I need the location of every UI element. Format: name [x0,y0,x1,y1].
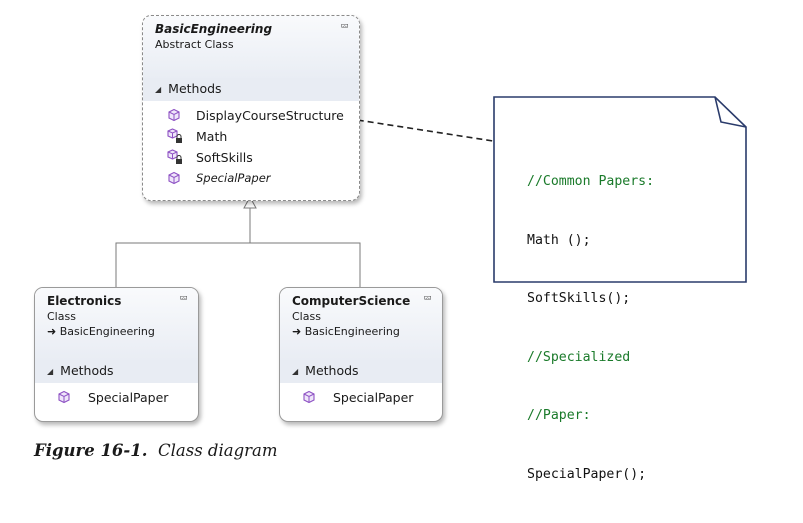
methods-section-header[interactable]: ◢ Methods [280,360,442,383]
class-name: Electronics [47,294,122,308]
collapse-icon[interactable]: ⮹ [179,292,188,305]
note-line: //Common Papers: [527,174,655,189]
class-kind: Class [292,310,321,323]
parent-class-name: BasicEngineering [304,325,400,338]
methods-list: DisplayCourseStructure Math SoftSkills S… [143,101,359,189]
method-item[interactable]: SpecialPaper [55,387,198,408]
figure-label: Figure 16-1. [34,441,148,460]
method-label: SpecialPaper [333,390,414,405]
public-method-icon [165,105,187,126]
note-text: //Common Papers: Math (); SoftSkills(); … [527,133,654,523]
note-line: Math (); [527,232,591,248]
comment-note[interactable]: //Common Papers: Math (); SoftSkills(); … [493,96,747,482]
class-name: ComputerScience [292,294,411,308]
class-name: BasicEngineering [155,22,273,36]
methods-list: SpecialPaper [35,383,198,408]
class-computerscience[interactable]: ComputerScience Class ➜ BasicEngineering… [279,287,443,422]
inheritance-arrowhead [243,195,257,209]
method-item[interactable]: Math [165,126,359,147]
class-kind: Class [47,310,76,323]
class-kind: Abstract Class [155,38,234,51]
methods-section-header[interactable]: ◢ Methods [35,360,198,383]
section-label: Methods [168,81,222,96]
method-item[interactable]: DisplayCourseStructure [165,105,359,126]
class-header: BasicEngineering Abstract Class ⮹ [143,16,359,78]
methods-list: SpecialPaper [280,383,442,408]
collapse-icon[interactable]: ⮹ [340,20,349,33]
method-label: SpecialPaper [196,171,271,185]
inheritance-line-computerscience [250,242,361,287]
parent-class-label: ➜ BasicEngineering [292,324,432,339]
inherits-arrow-icon: ➜ [292,325,305,338]
class-basicengineering[interactable]: BasicEngineering Abstract Class ⮹ ◢ Metho… [142,15,360,201]
public-method-icon [165,168,187,189]
expand-triangle-icon[interactable]: ◢ [292,367,299,376]
method-item[interactable]: SpecialPaper [300,387,442,408]
method-label: DisplayCourseStructure [196,108,344,123]
protected-method-icon [165,147,187,168]
inherits-arrow-icon: ➜ [47,325,60,338]
expand-triangle-icon[interactable]: ◢ [47,367,54,376]
method-label: Math [196,129,228,144]
protected-method-icon [165,126,187,147]
note-shape [493,96,747,283]
note-line: //Specialized [527,349,631,365]
method-item[interactable]: SoftSkills [165,147,359,168]
figure-caption: Figure 16-1. Class diagram [34,441,278,460]
expand-triangle-icon[interactable]: ◢ [155,85,162,94]
parent-class-label: ➜ BasicEngineering [47,324,188,339]
methods-section-header[interactable]: ◢ Methods [143,78,359,101]
class-header: Electronics Class ➜ BasicEngineering ⮹ [35,288,198,360]
parent-class-name: BasicEngineering [59,325,155,338]
public-method-icon [300,387,322,408]
method-item[interactable]: SpecialPaper [165,168,359,189]
note-line: SoftSkills(); [527,291,631,306]
inheritance-line-electronics [115,208,251,287]
collapse-icon[interactable]: ⮹ [423,292,432,305]
section-label: Methods [60,363,114,378]
note-line: //Paper: [527,408,591,423]
note-connector [337,116,494,142]
note-line: SpecialPaper(); [527,466,647,482]
class-electronics[interactable]: Electronics Class ➜ BasicEngineering ⮹ ◢… [34,287,199,422]
public-method-icon [55,387,77,408]
class-header: ComputerScience Class ➜ BasicEngineering… [280,288,442,360]
figure-title: Class diagram [158,441,278,460]
method-label: SoftSkills [196,150,253,165]
method-label: SpecialPaper [88,390,169,405]
connector-lines [115,116,494,287]
section-label: Methods [305,363,359,378]
